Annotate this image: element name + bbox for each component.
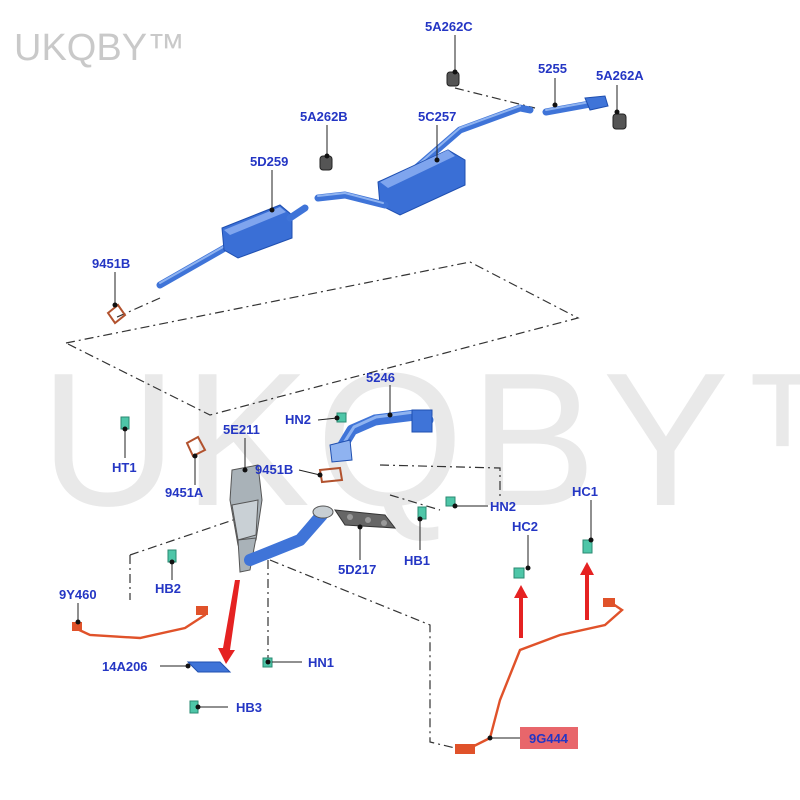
sensor-9G444 — [455, 598, 624, 754]
label-HB2: HB2 — [155, 581, 181, 596]
arrow-HC1 — [580, 562, 594, 620]
clip-HC1 — [582, 539, 593, 554]
label-5C257: 5C257 — [418, 109, 456, 124]
hanger-5A262C — [446, 71, 460, 87]
label-5A262B: 5A262B — [300, 109, 348, 124]
bracket-14A206 — [186, 661, 232, 673]
label-5A262A: 5A262A — [596, 68, 644, 83]
label-HN1: HN1 — [308, 655, 334, 670]
label-5E211: 5E211 — [223, 422, 260, 437]
front-pipe-5246 — [329, 409, 434, 463]
nut-HN2-right — [445, 496, 456, 507]
label-14A206: 14A206 — [102, 659, 148, 674]
label-HT1: HT1 — [112, 460, 137, 475]
gasket-9451B-mid — [318, 466, 344, 484]
tailpipe-5255 — [584, 95, 609, 111]
label-5D259: 5D259 — [250, 154, 288, 169]
arrow-HC2 — [514, 585, 528, 638]
heat-shield-5D217 — [333, 509, 397, 529]
assembly-boundary — [64, 87, 580, 749]
label-9451A: 9451A — [165, 485, 204, 500]
gasket-9451B-top — [106, 303, 127, 325]
label-HC2: HC2 — [512, 519, 538, 534]
highlight-box-9G444 — [520, 727, 578, 749]
label-HB1: HB1 — [404, 553, 430, 568]
catalytic-converter-5E211 — [229, 464, 334, 573]
label-9451B-top: 9451B — [92, 256, 130, 271]
label-9451B-mid: 9451B — [255, 462, 293, 477]
clip-HC2 — [513, 567, 525, 579]
label-5A262C: 5A262C — [425, 19, 473, 34]
label-HB3: HB3 — [236, 700, 262, 715]
arrow-14A206 — [218, 580, 240, 664]
label-HN2-top: HN2 — [285, 412, 311, 427]
label-5246: 5246 — [366, 370, 395, 385]
label-9Y460: 9Y460 — [59, 587, 97, 602]
label-5255: 5255 — [538, 61, 567, 76]
sensor-9Y460 — [72, 606, 208, 640]
rear-muffler-5C257 — [377, 96, 604, 216]
label-HN2-right: HN2 — [490, 499, 516, 514]
hanger-5A262A — [612, 113, 627, 130]
label-9G444: 9G444 — [529, 731, 569, 746]
label-HC1: HC1 — [572, 484, 598, 499]
center-muffler-5D259 — [156, 191, 389, 289]
gasket-9451A — [185, 435, 207, 458]
label-5D217: 5D217 — [338, 562, 376, 577]
corner-watermark: UKQBY™ — [14, 27, 185, 69]
